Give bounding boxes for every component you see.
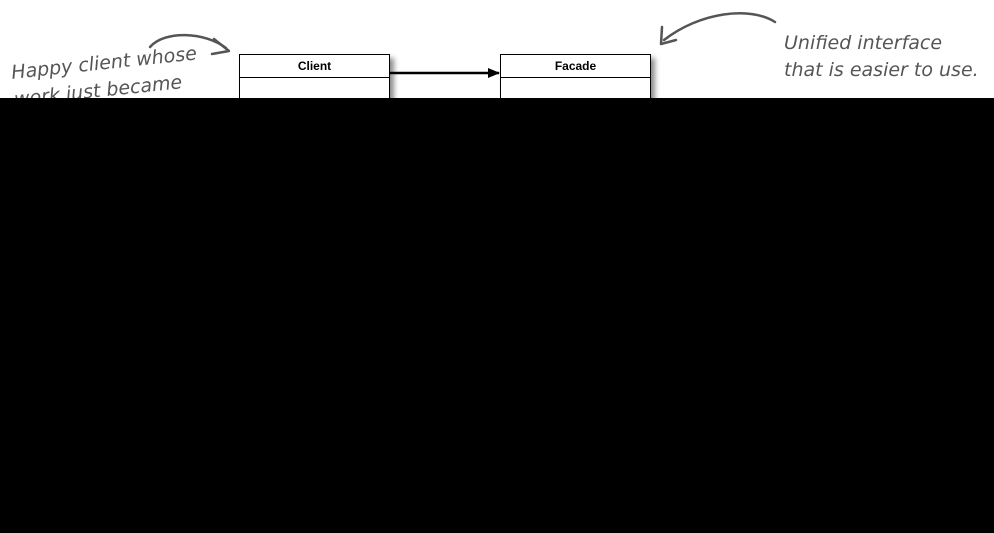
- client-note-pointer-arrowhead: [210, 37, 231, 56]
- facade-note-pointer-arrow: [662, 12, 777, 42]
- facade-annotation: Unified interface that is easier to use.: [784, 32, 979, 81]
- client-class-title: Client: [240, 55, 389, 78]
- facade-note-pointer-arrowhead: [659, 25, 678, 46]
- facade-class-title: Facade: [501, 55, 650, 78]
- redaction-overlay: [0, 98, 994, 533]
